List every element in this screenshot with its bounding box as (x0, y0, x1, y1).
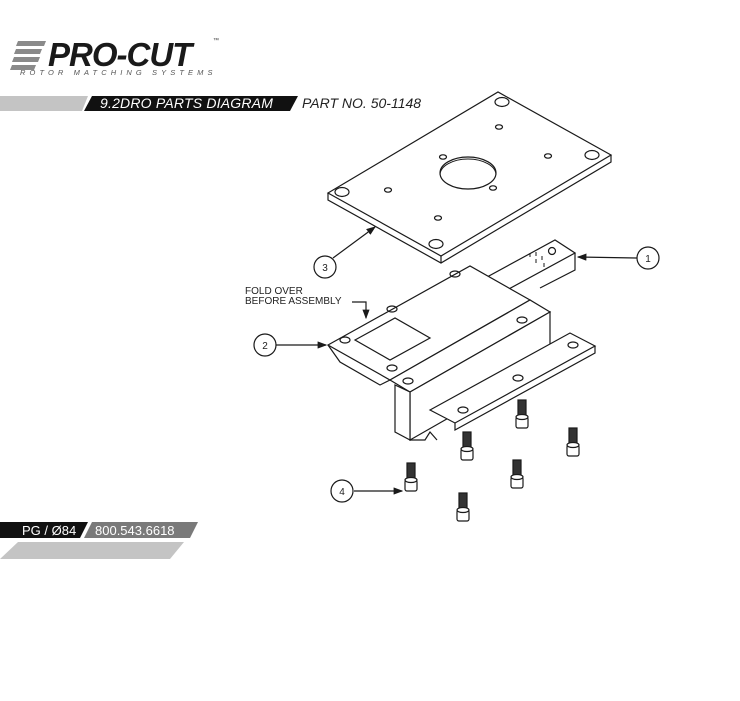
callout-circle-4 (330, 479, 354, 503)
leader-line-1 (576, 253, 638, 261)
part-number: PART NO. 50-1148 (302, 95, 422, 111)
phone-number: 800.543.6618 (95, 523, 175, 538)
note-line-1: FOLD OVER (245, 286, 303, 297)
fold-note-leader (352, 301, 370, 320)
brand-tagline: ROTOR MATCHING SYSTEMS (20, 68, 217, 77)
brand-logo: PRO-CUT ™ ROTOR MATCHING SYSTEMS (10, 38, 230, 80)
page-number: PG / Ø84 (22, 523, 77, 538)
part-3-mounting-plate (326, 91, 613, 264)
leader-line-3 (332, 226, 376, 259)
trademark: ™ (213, 38, 219, 44)
callout-circle-2 (253, 333, 277, 357)
title-bar (0, 96, 298, 111)
page-title: 9.2DRO PARTS DIAGRAM (100, 95, 274, 111)
part-2-bracket (326, 265, 597, 442)
callout-label-2: 2 (262, 341, 268, 352)
logo-stripes-icon (10, 41, 46, 70)
part-4-screws (404, 399, 580, 522)
callout-label-1: 1 (645, 254, 651, 265)
callout-circle-3 (313, 255, 337, 279)
fold-over-note: FOLD OVER BEFORE ASSEMBLY (245, 287, 342, 307)
callout-circle-1 (636, 246, 660, 270)
brand-name: PRO-CUT (48, 36, 192, 73)
callout-label-4: 4 (339, 487, 345, 498)
note-line-2: BEFORE ASSEMBLY (245, 296, 342, 307)
callout-label-3: 3 (322, 263, 328, 274)
footer-bars (0, 522, 198, 559)
